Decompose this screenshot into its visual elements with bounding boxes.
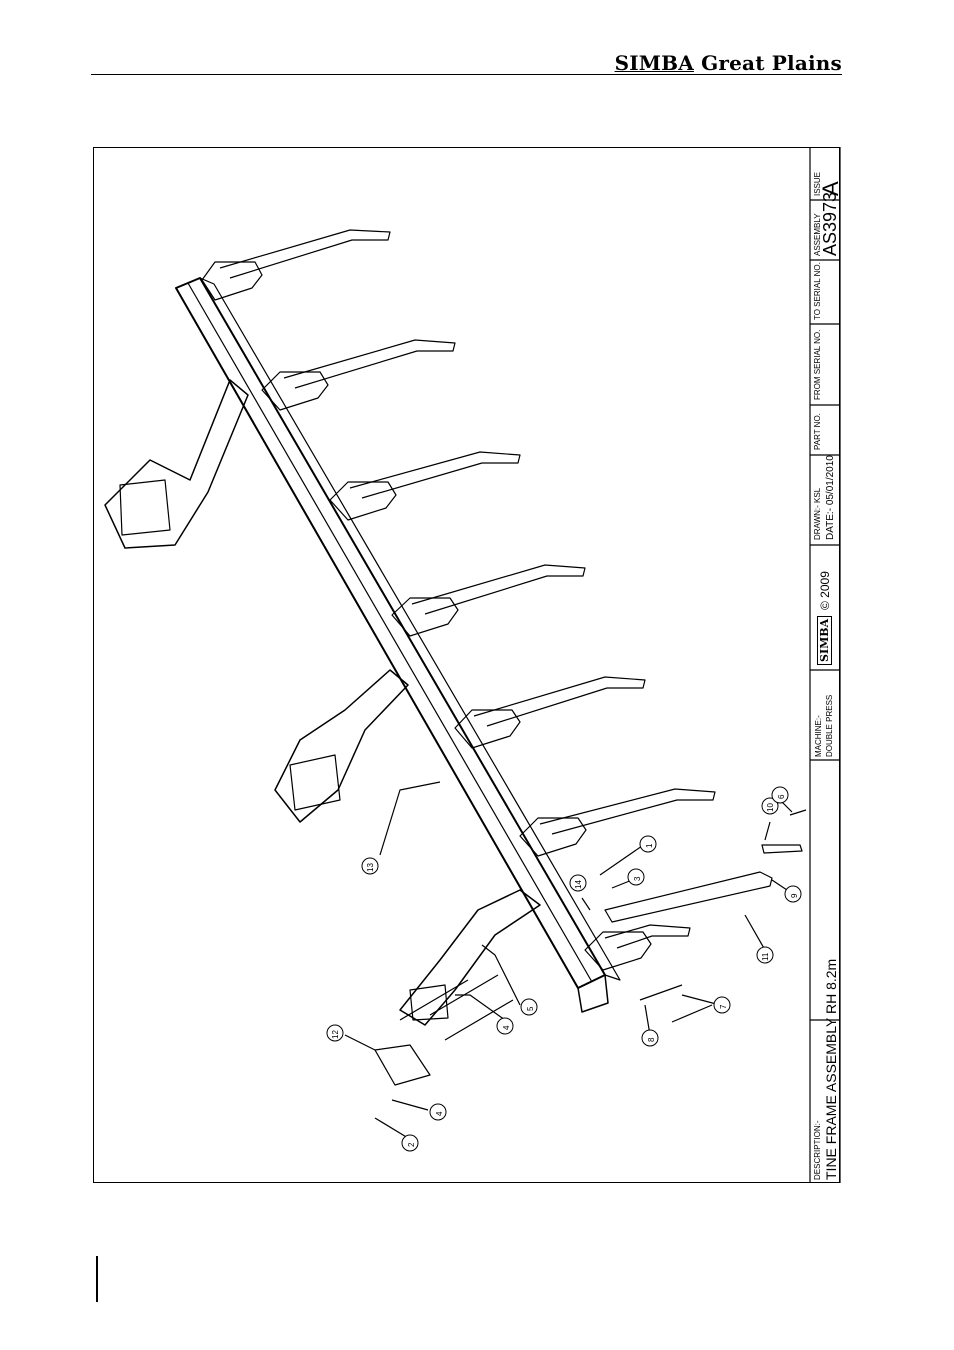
from-serial-label: FROM SERIAL NO. xyxy=(813,330,822,400)
description-value: TINE FRAME ASSEMBLY RH 8.2m xyxy=(823,959,839,1180)
callout-1: 1 xyxy=(645,844,654,848)
description-label: DESCRIPTION:- xyxy=(813,1120,822,1180)
callout-8: 8 xyxy=(647,1038,656,1042)
page-margin-bar xyxy=(96,1256,98,1302)
callout-6: 5 xyxy=(526,1007,535,1011)
callout-13: 13 xyxy=(366,863,375,872)
machine-value: DOUBLE PRESS xyxy=(825,695,834,757)
callout-5: 6 xyxy=(777,795,786,799)
callout-10: 10 xyxy=(766,803,775,812)
issue-value: A xyxy=(818,181,844,196)
callout-4b: 4 xyxy=(435,1112,444,1116)
drawn-by: DRAWN:- KSL xyxy=(813,488,822,540)
to-serial-label: TO SERIAL NO. xyxy=(813,262,822,320)
simba-logo: SIMBA xyxy=(817,616,832,665)
callout-9: 9 xyxy=(790,894,799,898)
callout-3: 3 xyxy=(633,877,642,881)
callout-11: 11 xyxy=(761,953,770,961)
part-no-label: PART NO. xyxy=(813,413,822,450)
copyright: © 2009 xyxy=(818,571,832,610)
callout-4: 4 xyxy=(502,1026,511,1030)
callout-12: 12 xyxy=(331,1030,340,1039)
assembly-value: AS3973 xyxy=(820,192,841,256)
callout-2: 2 xyxy=(407,1143,416,1147)
callout-7: 7 xyxy=(719,1005,728,1009)
callout-14: 14 xyxy=(574,880,583,889)
drawn-date: DATE:- 05/01/2010 xyxy=(825,455,836,540)
machine-label: MACHINE:- xyxy=(814,715,823,757)
